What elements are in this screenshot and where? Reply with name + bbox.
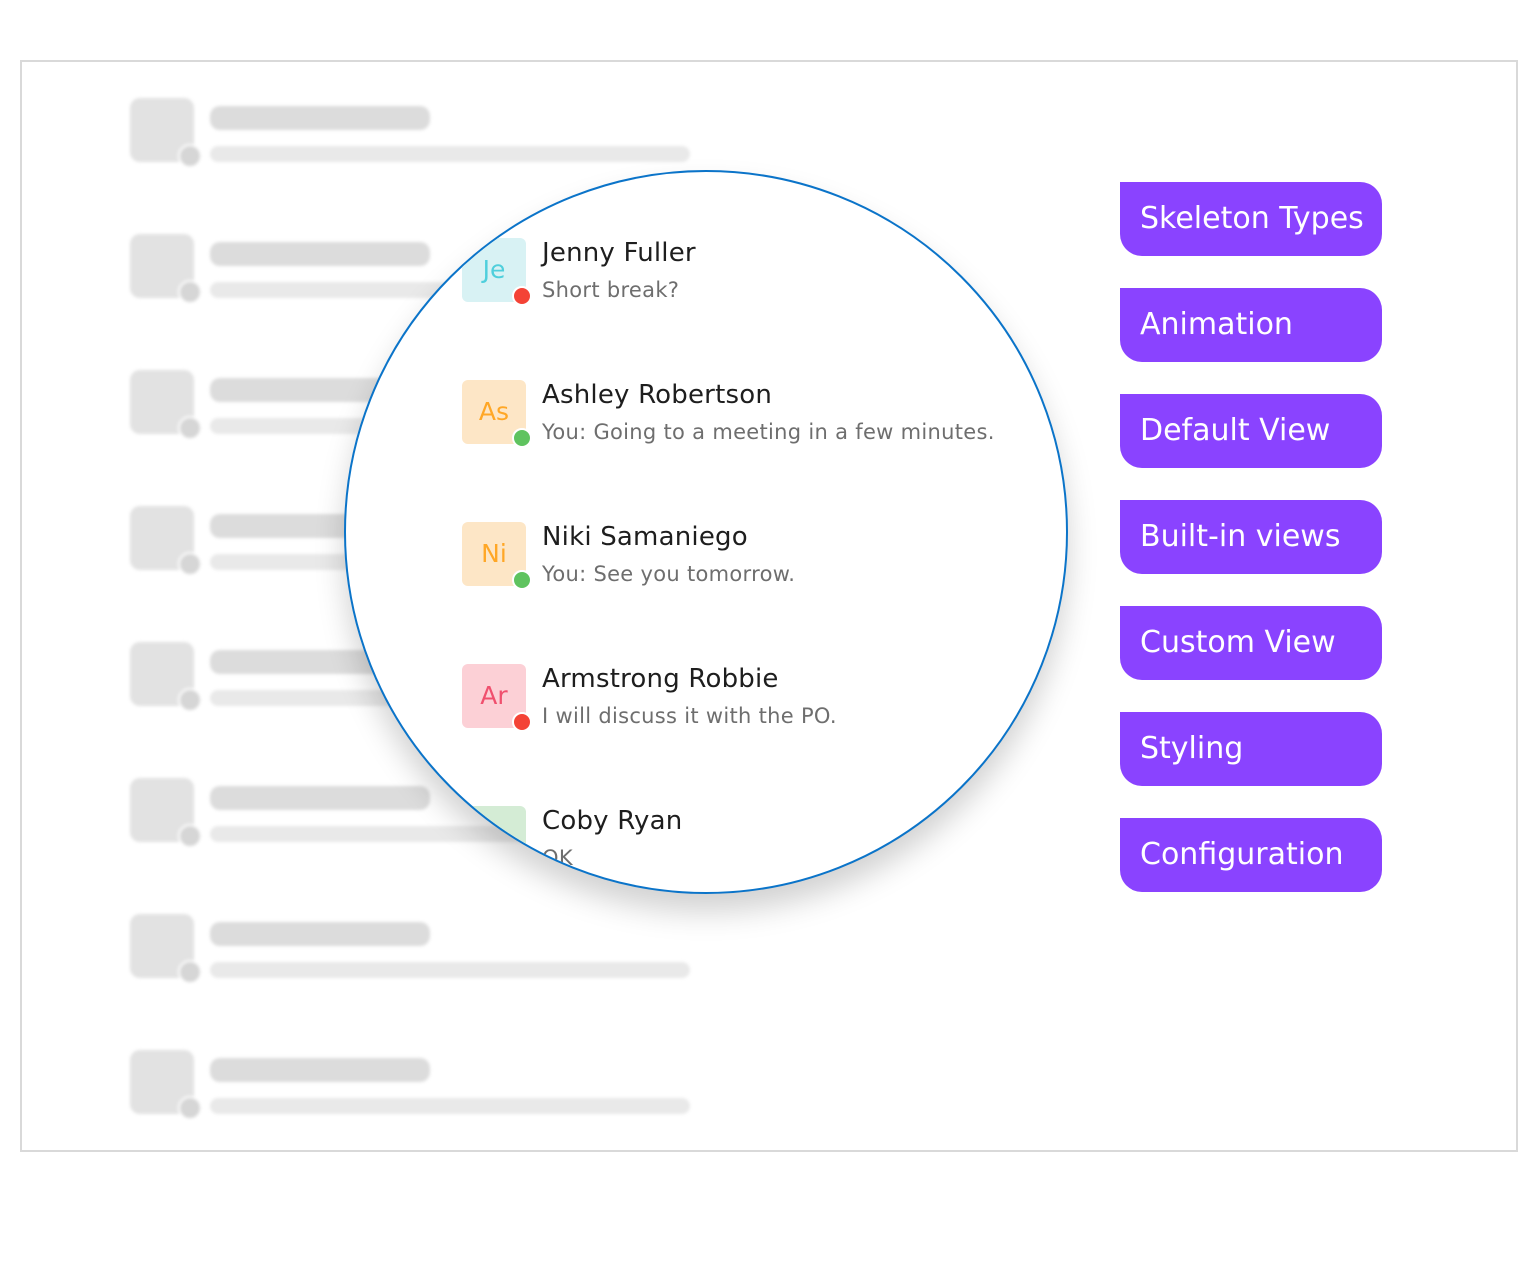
last-message: I will discuss it with the PO. [542,704,837,728]
skeleton-title-line [210,786,430,810]
status-busy-dot [512,286,532,306]
skeleton-status-dot [178,688,202,712]
status-online-dot [512,428,532,448]
nav-configuration-button[interactable]: Configuration [1120,818,1382,892]
chat-list-item[interactable]: Je Jenny Fuller Short break? [462,238,1022,318]
skeleton-status-dot [178,144,202,168]
skeleton-title-line [210,106,430,130]
skeleton-text-line [210,962,690,978]
chat-list-item[interactable]: Ni Niki Samaniego You: See you tomorrow. [462,522,1022,602]
skeleton-status-dot [178,280,202,304]
nav-styling-button[interactable]: Styling [1120,712,1382,786]
skeleton-text-line [210,1098,690,1114]
skeleton-row [130,914,690,984]
skeleton-title-line [210,1058,430,1082]
contact-name: Niki Samaniego [542,522,748,552]
magnifier-lens: Je Jenny Fuller Short break? As Ashley R… [344,170,1068,894]
last-message: Short break? [542,278,680,302]
skeleton-title-line [210,242,430,266]
skeleton-status-dot [178,552,202,576]
chat-list-item[interactable]: Ar Armstrong Robbie I will discuss it wi… [462,664,1022,744]
nav-built-in-views-button[interactable]: Built-in views [1120,500,1382,574]
nav-default-view-button[interactable]: Default View [1120,394,1382,468]
last-message: You: Going to a meeting in a few minutes… [542,420,995,444]
nav-animation-button[interactable]: Animation [1120,288,1382,362]
avatar: As [462,380,526,444]
status-online-dot [512,570,532,590]
last-message: You: See you tomorrow. [542,562,796,586]
skeleton-status-dot [178,416,202,440]
skeleton-row [130,98,690,168]
contact-name: Ashley Robertson [542,380,773,410]
avatar: Co [462,806,526,870]
nav-skeleton-types-button[interactable]: Skeleton Types [1120,182,1382,256]
skeleton-row [130,778,690,848]
skeleton-title-line [210,922,430,946]
status-busy-dot [512,712,532,732]
skeleton-text-line [210,146,690,162]
skeleton-row [130,1050,690,1120]
skeleton-status-dot [178,824,202,848]
skeleton-status-dot [178,1096,202,1120]
chat-list-item[interactable]: Co Coby Ryan OK [462,806,1022,886]
contact-name: Jenny Fuller [542,238,696,268]
last-message: OK [542,846,573,870]
skeleton-status-dot [178,960,202,984]
nav-custom-view-button[interactable]: Custom View [1120,606,1382,680]
chat-list-item[interactable]: As Ashley Robertson You: Going to a meet… [462,380,1022,460]
contact-name: Coby Ryan [542,806,683,836]
contact-name: Armstrong Robbie [542,664,779,694]
